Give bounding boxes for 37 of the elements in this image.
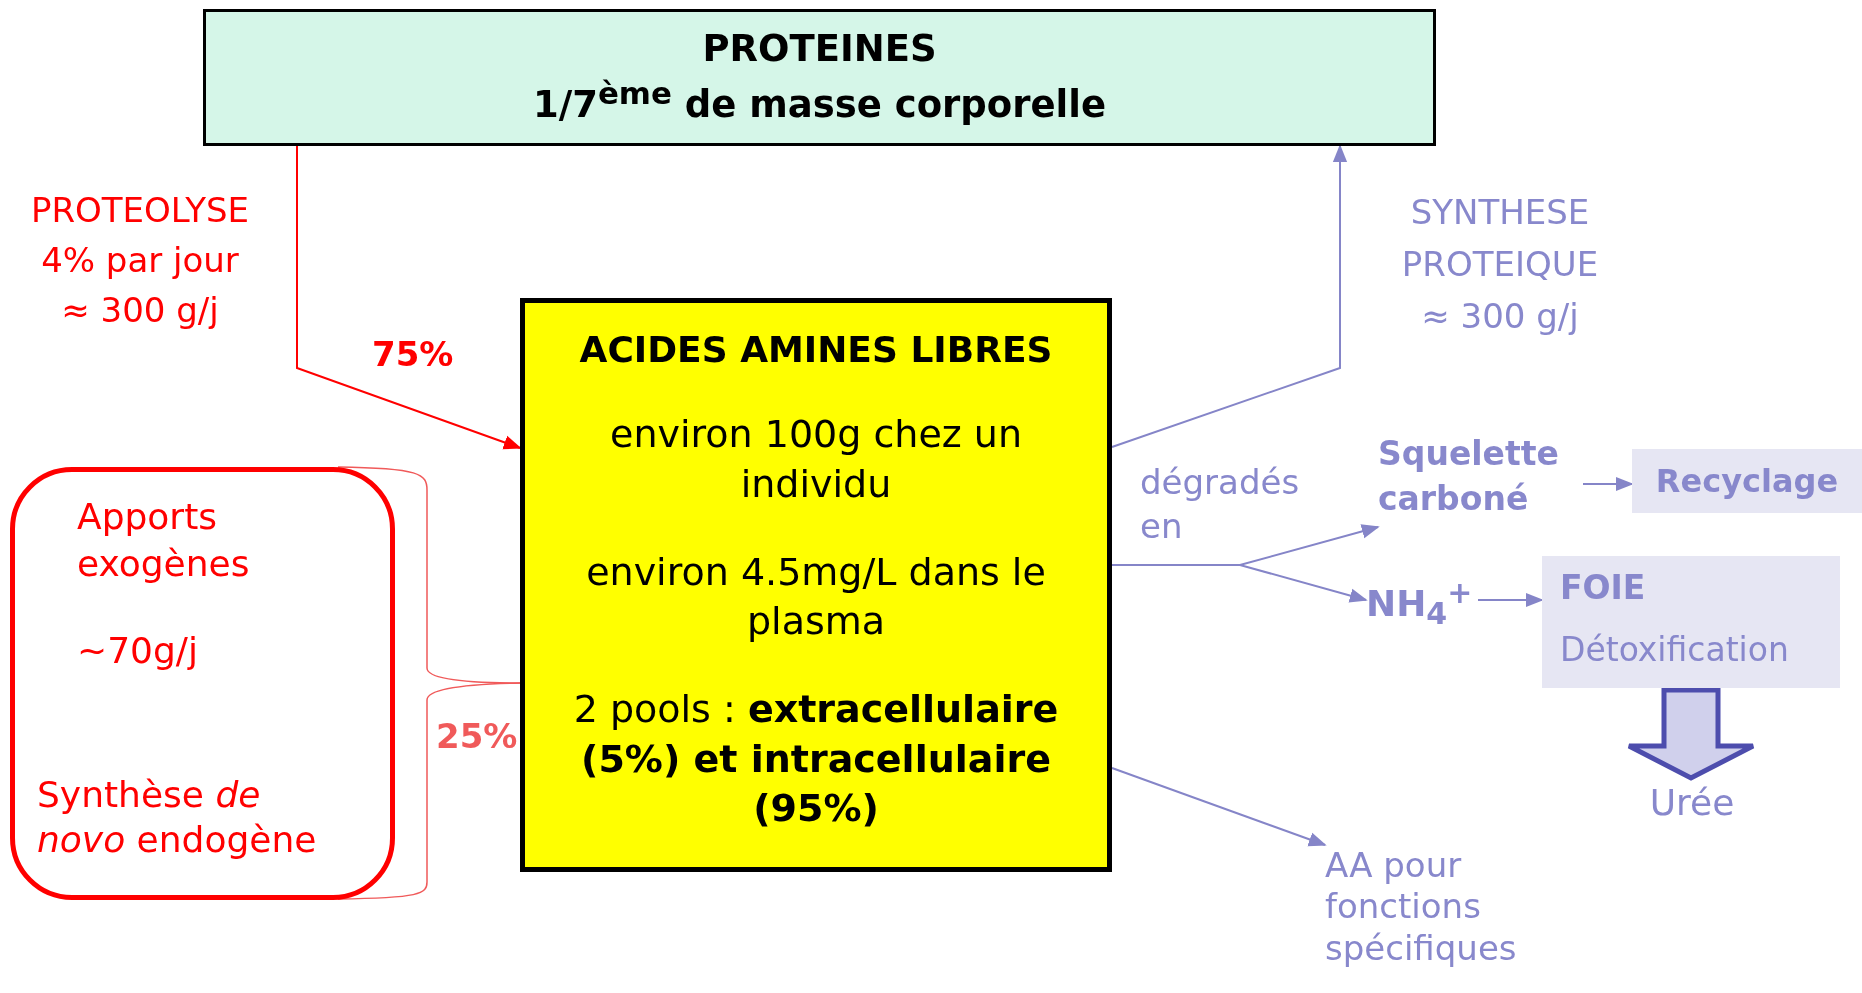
box-text: Détoxification bbox=[1560, 630, 1789, 669]
box-text: environ 100g chez un individu bbox=[609, 411, 1023, 508]
box-text: Recyclage bbox=[1655, 462, 1839, 500]
box-text: Apports exogènes bbox=[77, 495, 251, 586]
box-title: FOIE bbox=[1560, 568, 1646, 607]
block-arrow bbox=[1626, 687, 1756, 781]
edge-label: 25% bbox=[436, 716, 518, 756]
box-title: PROTEINES bbox=[702, 26, 937, 73]
rounded-box bbox=[10, 467, 395, 900]
box bbox=[520, 298, 1112, 872]
box bbox=[203, 9, 1436, 146]
box-text: Synthèse de novo endogène bbox=[37, 773, 318, 862]
edge-label: 75% bbox=[372, 334, 454, 374]
arrow bbox=[1477, 592, 1544, 608]
arrow bbox=[1582, 476, 1634, 492]
arrow bbox=[1111, 767, 1327, 847]
annotation-text: PROTEIQUE bbox=[1400, 243, 1600, 286]
annotation-text: ≈ 300 g/j bbox=[60, 289, 220, 332]
node-label: Urée bbox=[1643, 778, 1741, 828]
box-text: environ 4.5mg/L dans le plasma bbox=[585, 548, 1047, 646]
annotation-text: PROTEOLYSE bbox=[29, 189, 251, 232]
node-label: Squelette carboné bbox=[1378, 432, 1583, 527]
box-text: ~70g/j bbox=[77, 630, 198, 671]
box bbox=[1632, 449, 1862, 513]
arrow bbox=[1111, 144, 1348, 448]
box bbox=[1542, 556, 1840, 688]
arrow bbox=[1111, 564, 1368, 603]
box-text: 2 pools : extracellulaire (5%) et intracellulaire (95%) bbox=[572, 686, 1060, 833]
annotation-text: dégradés en bbox=[1140, 461, 1301, 549]
box-subtitle: 1/7$^{ème}$ de masse corporelle bbox=[532, 74, 1107, 129]
annotation-text: 4% par jour bbox=[40, 239, 240, 282]
annotation-text: ≈ 300 g/j bbox=[1420, 295, 1580, 338]
node-label: AA pour fonctions spécifiques bbox=[1325, 845, 1590, 973]
annotation-text: SYNTHESE bbox=[1409, 191, 1591, 234]
connector bbox=[337, 466, 521, 684]
box-title: ACIDES AMINES LIBRES bbox=[579, 328, 1053, 372]
arrow bbox=[296, 145, 522, 450]
